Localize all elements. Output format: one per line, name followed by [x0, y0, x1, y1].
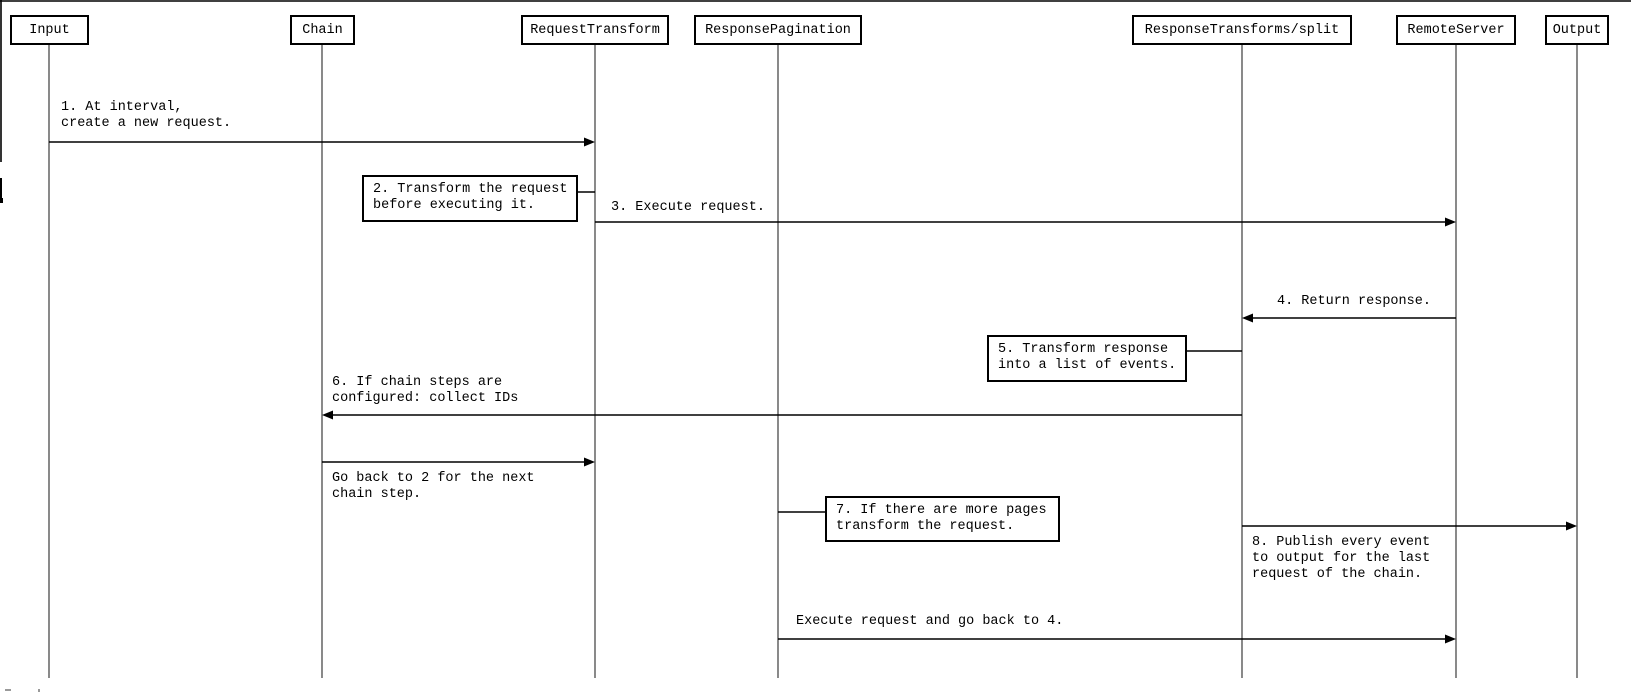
- left-edge-mark: [0, 178, 2, 198]
- actor-input-label: Input: [29, 22, 70, 38]
- actor-output-label: Output: [1552, 22, 1602, 38]
- actor-requesttransform: RequestTransform: [521, 15, 669, 45]
- actor-input: Input: [10, 15, 89, 45]
- arrow-1-head: [584, 137, 595, 147]
- note-2-box: 2. Transform the request before executin…: [362, 175, 578, 222]
- note-7-line-1: 7. If there are more pages: [836, 503, 1047, 518]
- actor-responsetransforms-split: ResponseTransforms/split: [1132, 15, 1352, 45]
- arrow-goback-head: [584, 457, 595, 467]
- message-bottom-label: Execute request and go back to 4.: [796, 614, 1063, 630]
- actor-requesttransform-label: RequestTransform: [530, 22, 660, 38]
- message-8-label: 8. Publish every event to output for the…: [1252, 535, 1430, 583]
- message-8-line-2: to output for the last: [1252, 551, 1431, 566]
- actor-responsepagination: ResponsePagination: [694, 15, 862, 45]
- message-1-label: 1. At interval, create a new request.: [61, 100, 231, 132]
- left-edge-nub: [0, 198, 3, 203]
- actor-remoteserver: RemoteServer: [1396, 15, 1516, 45]
- message-8-line-3: request of the chain.: [1252, 567, 1423, 582]
- actor-remoteserver-label: RemoteServer: [1407, 22, 1505, 38]
- actor-chain: Chain: [290, 15, 355, 45]
- actor-chain-label: Chain: [302, 22, 343, 38]
- message-4-label: 4. Return response.: [1277, 294, 1431, 310]
- message-goback-line-2: chain step.: [332, 487, 422, 502]
- message-bottom-line-1: Execute request and go back to 4.: [796, 614, 1064, 629]
- note-2-line-1: 2. Transform the request: [373, 182, 568, 197]
- bottom-cropped-text-mark-1: [5, 689, 11, 691]
- message-goback-label: Go back to 2 for the next chain step.: [332, 471, 535, 503]
- note-2-line-2: before executing it.: [373, 198, 536, 213]
- message-1-line-1: 1. At interval,: [61, 100, 183, 115]
- message-6-line-2: configured: collect IDs: [332, 391, 519, 406]
- actor-output: Output: [1545, 15, 1609, 45]
- arrow-6-head: [322, 410, 333, 420]
- message-4-line-1: 4. Return response.: [1277, 294, 1431, 309]
- actor-responsetransforms-split-label: ResponseTransforms/split: [1144, 22, 1340, 38]
- message-6-label: 6. If chain steps are configured: collec…: [332, 375, 518, 407]
- note-5-box: 5. Transform response into a list of eve…: [987, 335, 1187, 382]
- message-3-label: 3. Execute request.: [611, 200, 765, 216]
- arrow-bottom-head: [1445, 634, 1456, 644]
- message-3-line-1: 3. Execute request.: [611, 200, 765, 215]
- message-8-line-1: 8. Publish every event: [1252, 535, 1431, 550]
- message-1-line-2: create a new request.: [61, 116, 232, 131]
- arrow-3-head: [1445, 217, 1456, 227]
- bottom-cropped-text-mark-2: [38, 689, 40, 692]
- note-7-box: 7. If there are more pages transform the…: [825, 496, 1060, 542]
- actor-responsepagination-label: ResponsePagination: [705, 22, 851, 38]
- arrow-8-head: [1566, 521, 1577, 531]
- message-6-line-1: 6. If chain steps are: [332, 375, 503, 390]
- arrow-4-head: [1242, 313, 1253, 323]
- message-goback-line-1: Go back to 2 for the next: [332, 471, 535, 486]
- note-7-line-2: transform the request.: [836, 519, 1015, 534]
- note-5-line-2: into a list of events.: [998, 358, 1177, 373]
- note-5-line-1: 5. Transform response: [998, 342, 1169, 357]
